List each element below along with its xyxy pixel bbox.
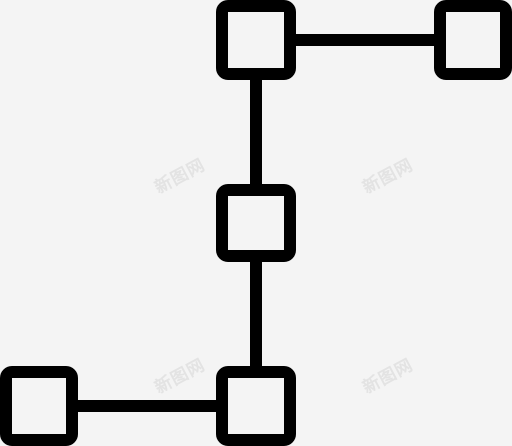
anchor-node-bottom-middle bbox=[216, 366, 296, 446]
anchor-node-top-middle bbox=[216, 0, 296, 80]
anchor-node-top-right bbox=[434, 0, 512, 80]
anchor-node-center bbox=[216, 184, 296, 262]
anchor-node-bottom-left bbox=[0, 366, 78, 446]
